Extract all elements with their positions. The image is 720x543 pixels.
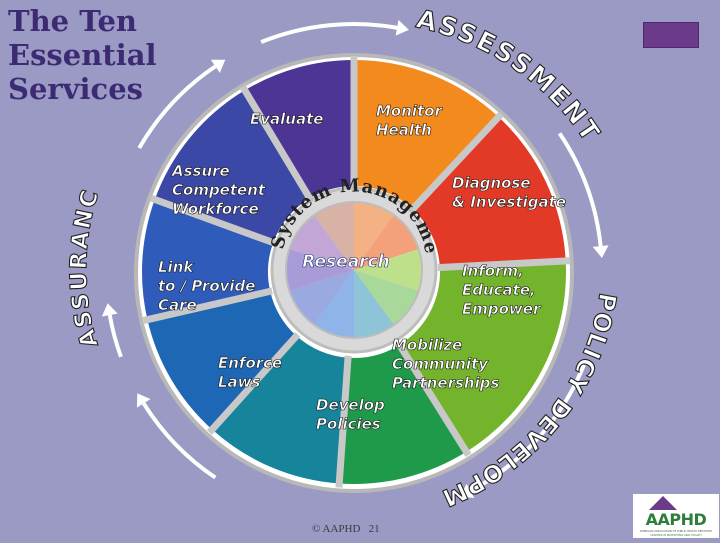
hub-slice [289, 270, 354, 326]
page-number: 21 [368, 523, 380, 535]
segment-8 [244, 60, 354, 199]
segment-2 [399, 260, 566, 452]
logo-letters: AAPHD [646, 510, 707, 529]
spoke [206, 332, 301, 435]
credit-text: © AAPHD [312, 523, 361, 535]
segment-3 [339, 344, 467, 484]
hub-slice [354, 270, 419, 326]
logo-tagline: LEADERS IN PROMOTING ORAL HEALTH [651, 533, 702, 537]
segment-7 [154, 90, 310, 243]
title-line: The Ten [8, 4, 137, 38]
outer-arrow [107, 314, 123, 358]
arrow-head [395, 19, 409, 36]
hub-slice [285, 248, 354, 292]
logo-tagline: AMERICAN ASSOCIATION OF PUBLIC HEALTH DE… [640, 529, 713, 533]
spoke [437, 257, 570, 272]
spoke [408, 111, 504, 213]
segment-0 [354, 60, 499, 210]
service-segments [142, 60, 566, 484]
arrow-head [210, 59, 226, 74]
outer-arrows [101, 19, 609, 499]
outer-arrow [137, 64, 217, 150]
hub-slice [289, 214, 354, 270]
hub-pie [285, 202, 422, 338]
title-line: Essential [8, 38, 157, 72]
arrow-head [136, 393, 151, 408]
segment-6 [142, 199, 274, 320]
hub-slice [354, 270, 394, 338]
spoke [142, 287, 273, 324]
aaphd-logo: AAPHD AMERICAN ASSOCIATION OF PUBLIC HEA… [633, 494, 719, 538]
segment-5 [147, 291, 297, 430]
footer-credit: © AAPHD 21 [312, 523, 380, 535]
spoke [239, 85, 314, 202]
hub-slice [354, 202, 394, 270]
spoke [395, 341, 472, 458]
accent-box [643, 22, 699, 48]
hub-slice [354, 214, 419, 270]
wheel-spokes [142, 56, 570, 488]
segment-label: Diagnose& Investigate [452, 174, 566, 211]
hub-slice [354, 248, 422, 292]
spoke [335, 355, 352, 488]
segment-1 [412, 116, 566, 268]
outer-arrow [141, 402, 217, 480]
outer-arrow [557, 132, 603, 247]
segment-4 [212, 335, 349, 484]
outer-arrow [260, 22, 398, 44]
title-line: Services [8, 72, 143, 106]
hub-slice [314, 270, 354, 338]
spoke [149, 194, 277, 247]
arrow-head [459, 483, 475, 499]
arrow-head [592, 245, 609, 259]
slide-title: The Ten Essential Services [8, 4, 158, 106]
outer-arrow [469, 364, 586, 493]
research-label: Research [302, 252, 389, 272]
segment-label: Evaluate [250, 110, 323, 128]
segment-label: Inform,Educate,Empower [462, 262, 542, 318]
arrow-head [101, 303, 118, 317]
hub-slice [314, 202, 354, 270]
assurance-label: ASSURANCE [0, 0, 105, 350]
